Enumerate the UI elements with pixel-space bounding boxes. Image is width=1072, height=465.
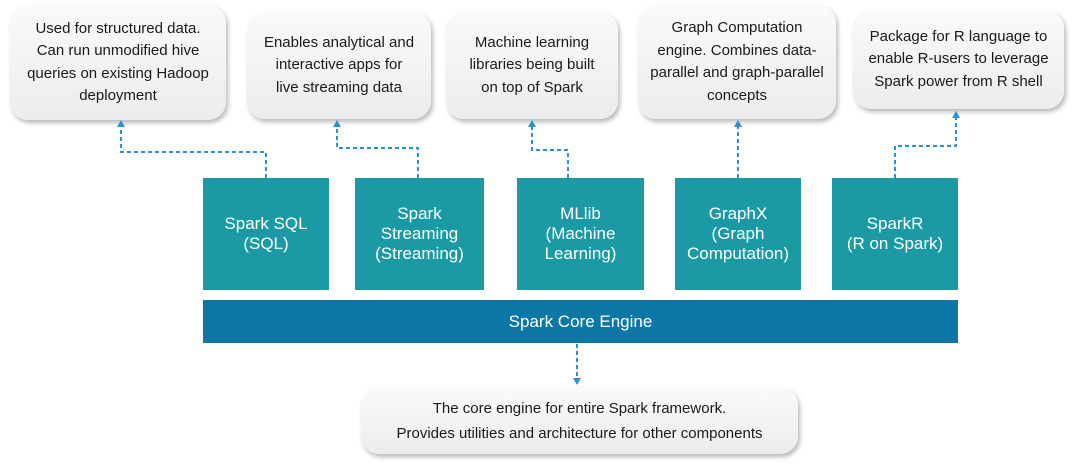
- callout-line: Provides utilities and architecture for …: [396, 424, 763, 442]
- callout-line: concepts: [706, 86, 768, 104]
- module-label: GraphX (Graph Computation): [686, 204, 790, 263]
- callout-line: live streaming data: [276, 78, 402, 96]
- callout-line: parallel and graph-parallel: [650, 64, 824, 81]
- core-engine-label: Spark Core Engine: [508, 311, 653, 331]
- callout-line: queries on existing Hadoop: [27, 64, 209, 82]
- callout-core-engine: The core engine for entire Spark framewo…: [361, 387, 798, 454]
- callout-line: Enables analytical and: [263, 33, 415, 51]
- callout-line: Can run unmodified hive: [36, 42, 200, 59]
- callout-line: Graph Computation: [671, 19, 803, 36]
- module-graphx: GraphX (Graph Computation): [675, 178, 801, 290]
- callout-line: Spark power from R shell: [874, 72, 1043, 90]
- callout-spark-sql: Used for structured data. Can run unmodi…: [10, 5, 226, 120]
- module-mllib: MLlib (Machine Learning): [517, 178, 644, 290]
- arrow-down-icon: [573, 378, 581, 385]
- arrow-up-icon: [952, 111, 960, 118]
- callout-graphx: Graph Computation engine. Combines data-…: [638, 5, 836, 119]
- module-label: Spark Streaming (Streaming): [375, 204, 464, 263]
- callout-spark-streaming: Enables analytical and interactive apps …: [247, 12, 431, 119]
- callout-line: interactive apps for: [275, 56, 403, 74]
- callout-line: Package for R language to: [869, 27, 1048, 45]
- module-label: SparkR (R on Spark): [846, 214, 944, 253]
- connector-mllib: [531, 126, 569, 178]
- callout-line: The core engine for entire Spark framewo…: [432, 399, 727, 417]
- arrow-up-icon: [117, 120, 125, 127]
- arrow-up-icon: [333, 120, 341, 127]
- connector-sparkr: [894, 117, 957, 178]
- arrow-up-icon: [528, 120, 536, 127]
- callout-line: on top of Spark: [481, 78, 583, 96]
- callout-line: libraries being built: [469, 56, 595, 74]
- callout-line: Used for structured data.: [35, 19, 201, 37]
- callout-line: engine. Combines data-: [657, 41, 817, 59]
- arrow-up-icon: [734, 120, 742, 127]
- connector-streaming: [336, 126, 419, 178]
- core-engine-bar: Spark Core Engine: [203, 300, 958, 343]
- module-label: Spark SQL (SQL): [224, 214, 308, 253]
- connector-sql: [120, 126, 267, 178]
- module-spark-streaming: Spark Streaming (Streaming): [355, 178, 484, 290]
- callout-mllib: Machine learning libraries being built o…: [446, 12, 618, 119]
- callout-sparkr: Package for R language to enable R-users…: [853, 10, 1064, 109]
- callout-line: enable R-users to leverage: [868, 50, 1049, 68]
- module-sparkr: SparkR (R on Spark): [832, 178, 958, 290]
- callout-line: Machine learning: [474, 33, 590, 51]
- callout-line: deployment: [79, 87, 157, 104]
- module-label: MLlib (Machine Learning): [544, 204, 617, 263]
- module-spark-sql: Spark SQL (SQL): [203, 178, 329, 290]
